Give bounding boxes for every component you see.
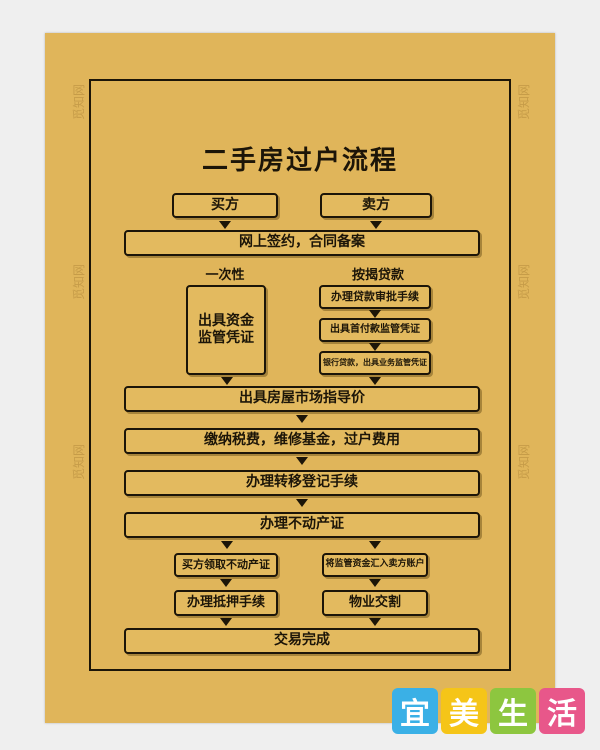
seller-box: 卖方 xyxy=(320,193,432,218)
arrow-down-icon xyxy=(369,579,381,587)
property-cert-box: 办理不动产证 xyxy=(124,512,480,538)
branch-label-full-payment: 一次性 xyxy=(205,268,245,283)
arrow-down-icon xyxy=(296,499,308,507)
handover-box: 物业交割 xyxy=(322,590,428,616)
arrow-down-icon xyxy=(369,310,381,318)
arrow-down-icon xyxy=(369,343,381,351)
watermark: 觅知网 xyxy=(72,263,86,300)
buyer-get-cert-box: 买方领取不动产证 xyxy=(174,553,278,577)
poster-frame xyxy=(89,79,511,671)
brand-logo: 宜 美 生 活 xyxy=(392,688,585,734)
arrow-down-icon xyxy=(220,618,232,626)
logo-tile: 生 xyxy=(490,688,536,734)
pay-tax-box: 缴纳税费，维修基金，过户费用 xyxy=(124,428,480,454)
buyer-box: 买方 xyxy=(172,193,278,218)
watermark: 觅知网 xyxy=(517,83,531,120)
branch-label-mortgage: 按揭贷款 xyxy=(351,268,404,283)
transfer-registration-box: 办理转移登记手续 xyxy=(124,470,480,496)
logo-tile: 宜 xyxy=(392,688,438,734)
arrow-down-icon xyxy=(220,579,232,587)
poster-background xyxy=(45,33,555,723)
bank-loan-box: 银行贷款，出具业务监管凭证 xyxy=(319,351,431,375)
transaction-complete-box: 交易完成 xyxy=(124,628,480,654)
loan-approval-box: 办理贷款审批手续 xyxy=(319,285,431,309)
logo-tile: 活 xyxy=(539,688,585,734)
market-price-box: 出具房屋市场指导价 xyxy=(124,386,480,412)
arrow-down-icon xyxy=(296,457,308,465)
watermark: 觅知网 xyxy=(517,263,531,300)
mortgage-box: 办理抵押手续 xyxy=(174,590,278,616)
arrow-down-icon xyxy=(296,415,308,423)
arrow-down-icon xyxy=(369,541,381,549)
first-payment-cert-box: 出具首付款监管凭证 xyxy=(319,318,431,342)
logo-tile: 美 xyxy=(441,688,487,734)
arrow-down-icon xyxy=(369,618,381,626)
watermark: 觅知网 xyxy=(517,443,531,480)
funds-to-seller-box: 将监管资金汇入卖方账户 xyxy=(322,553,428,577)
online-sign-box: 网上签约，合同备案 xyxy=(124,230,480,256)
page-title: 二手房过户流程 xyxy=(201,146,398,176)
arrow-down-icon xyxy=(370,221,382,229)
watermark: 觅知网 xyxy=(72,443,86,480)
arrow-down-icon xyxy=(221,541,233,549)
arrow-down-icon xyxy=(221,377,233,385)
watermark: 觅知网 xyxy=(72,83,86,120)
fund-supervision-box: 出具资金 监管凭证 xyxy=(186,285,266,375)
arrow-down-icon xyxy=(219,221,231,229)
arrow-down-icon xyxy=(369,377,381,385)
